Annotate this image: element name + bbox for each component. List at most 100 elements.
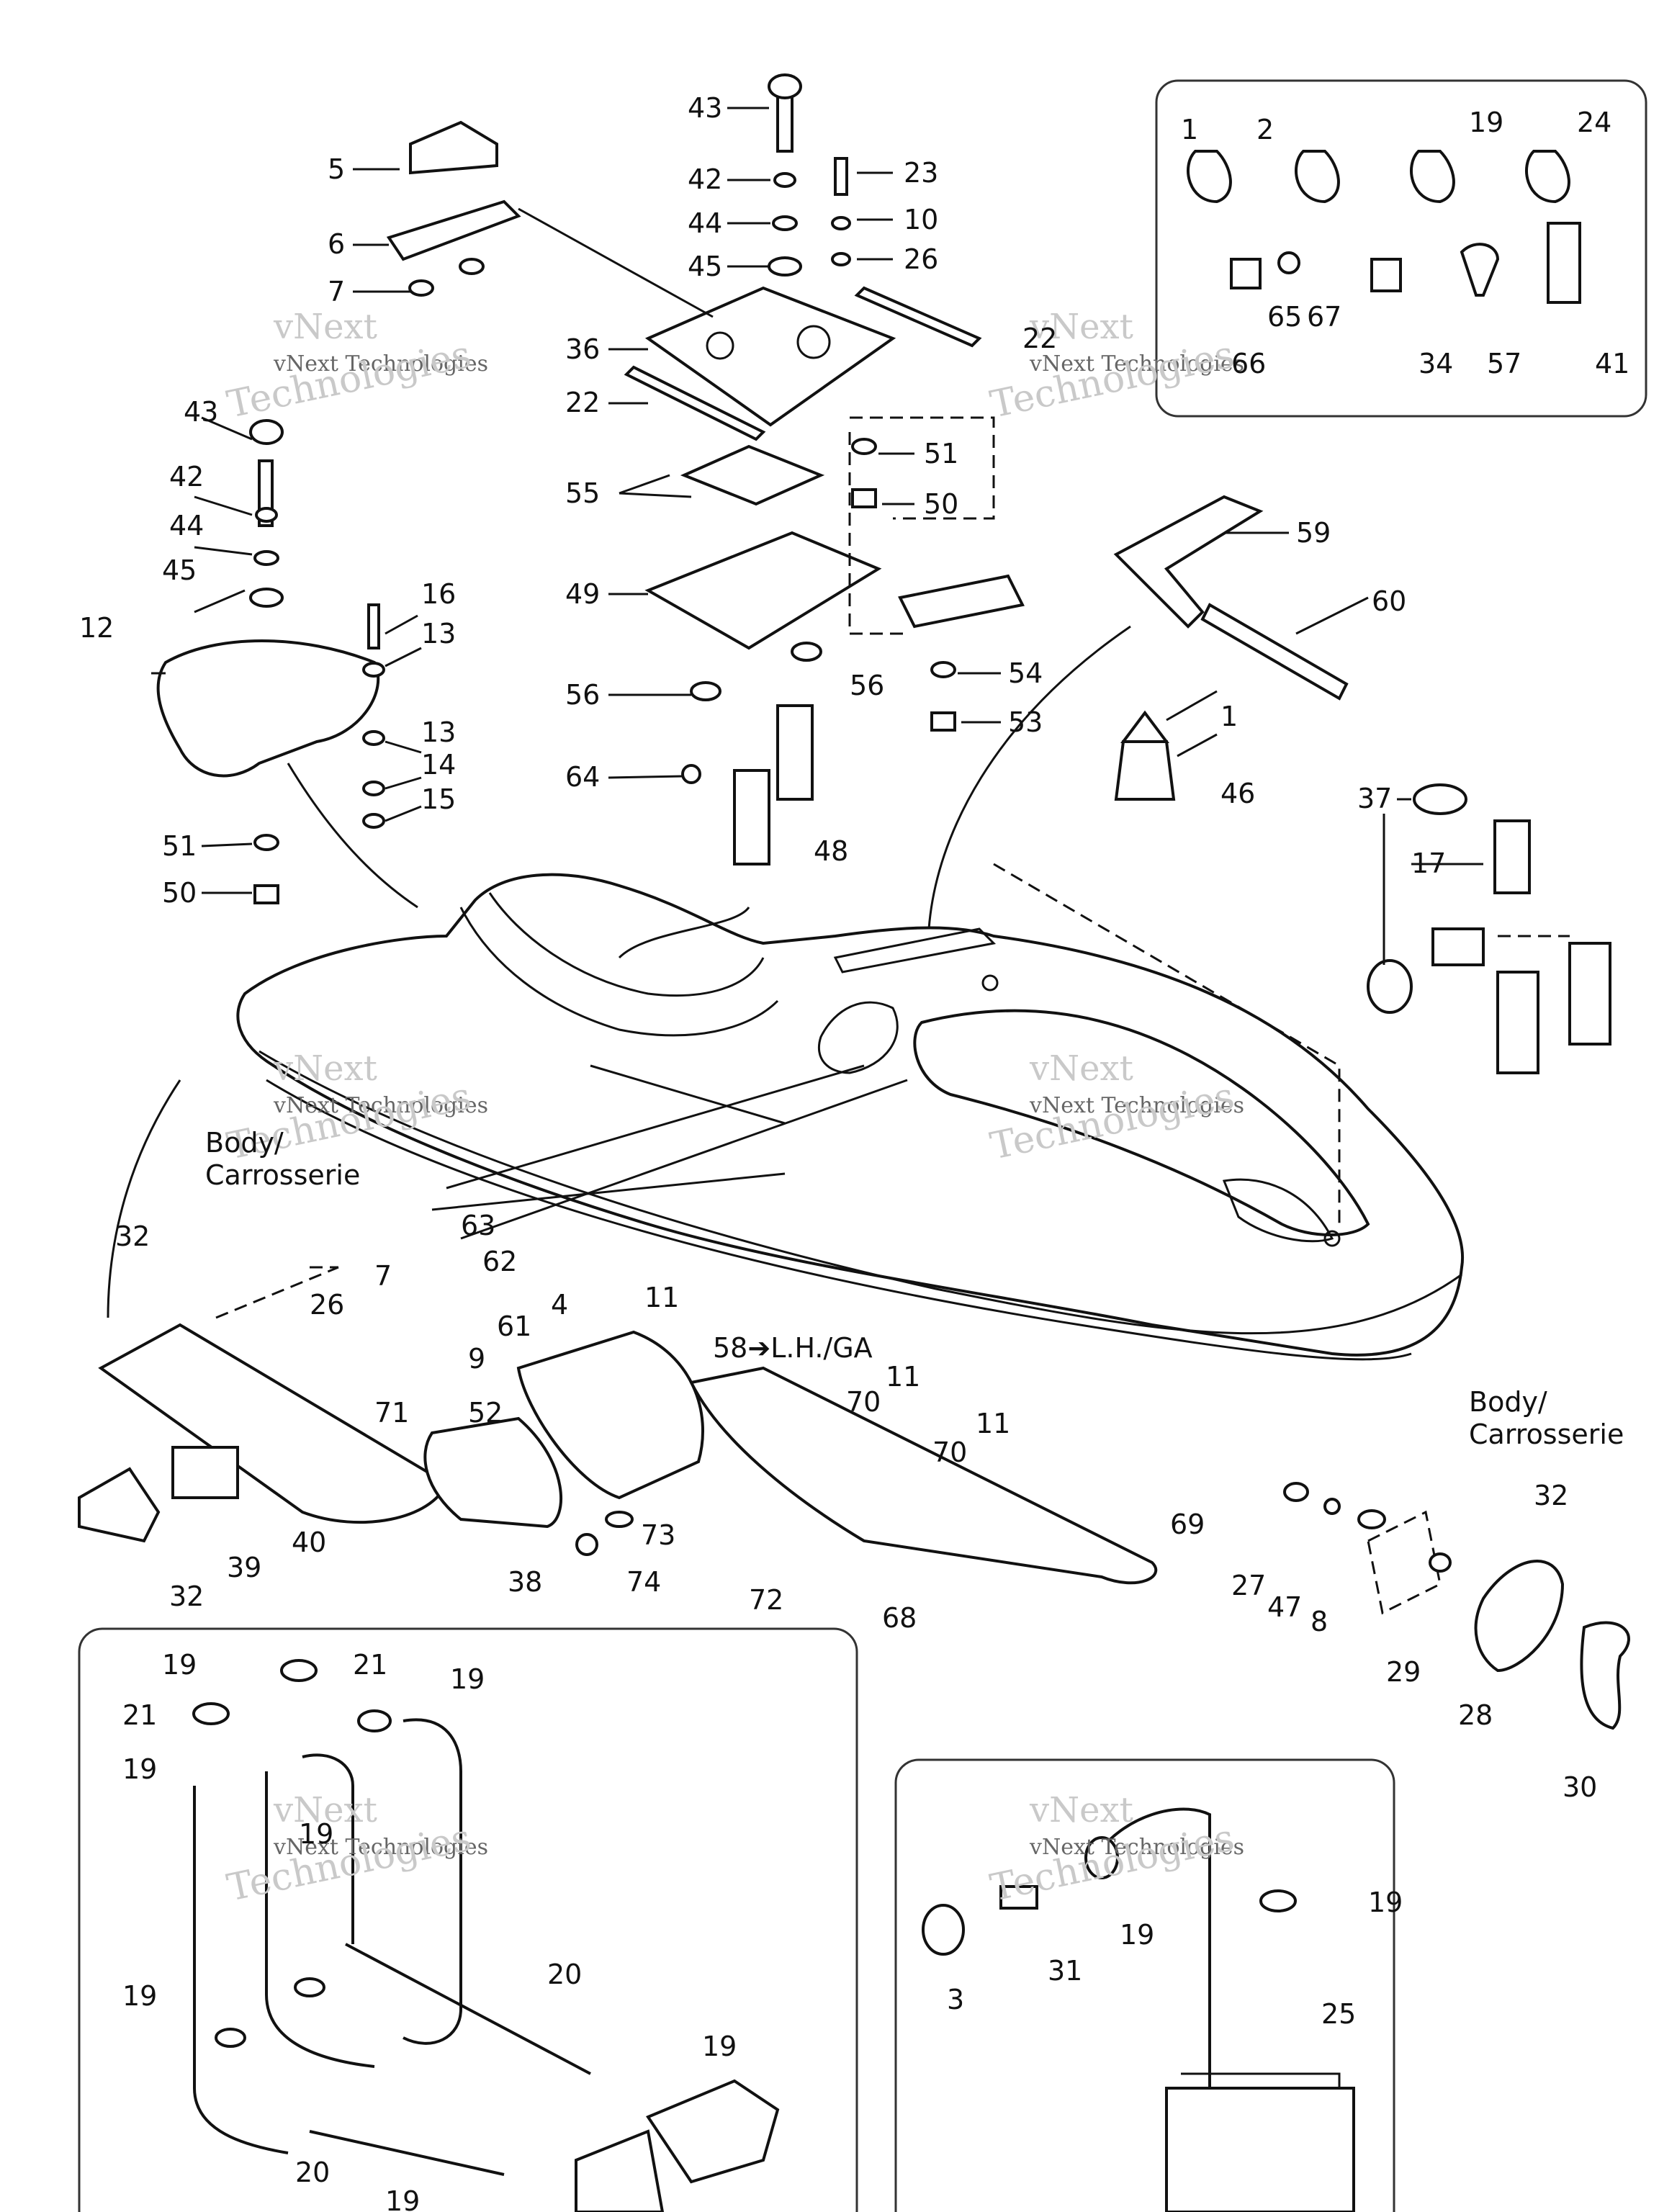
- watercraft-hull: [236, 873, 1465, 1361]
- hose-assembly: [192, 1659, 780, 2212]
- callout-47: 47: [1267, 1591, 1302, 1623]
- callout-7: 7: [328, 276, 345, 307]
- callout-56b: 56: [850, 670, 884, 701]
- callout-21b: 21: [122, 1699, 157, 1731]
- callout-44b: 44: [169, 510, 204, 541]
- callout-31: 31: [1048, 1955, 1082, 1987]
- callout-11c: 11: [976, 1408, 1010, 1439]
- callout-14: 14: [421, 749, 456, 781]
- callout-20a: 20: [547, 1959, 582, 1990]
- callout-24: 24: [1577, 107, 1611, 138]
- vent-grille-38: [78, 1323, 449, 1543]
- hose-inset-box: [78, 1627, 858, 2212]
- callout-19a: 19: [1469, 107, 1503, 138]
- callout-22: 22: [565, 387, 600, 418]
- callout-19h: 19: [385, 2185, 420, 2212]
- callout-48: 48: [814, 835, 848, 867]
- callout-38: 38: [508, 1566, 542, 1598]
- svg-text:vNext Technologies: vNext Technologies: [1029, 351, 1244, 377]
- callout-36: 36: [565, 333, 600, 365]
- leader-lines: [107, 207, 1131, 1318]
- callout-37: 37: [1357, 783, 1392, 814]
- grip-handle-12: [156, 419, 385, 904]
- callout-11a: 11: [644, 1282, 679, 1313]
- callout-41: 41: [1595, 348, 1629, 379]
- callout-6: 6: [328, 228, 345, 260]
- callout-1a: 1: [1181, 114, 1198, 145]
- guide-lines: [215, 416, 1570, 1319]
- callout-19d: 19: [122, 1753, 157, 1785]
- fastener-group-5-6-7: [386, 120, 521, 297]
- callout-43: 43: [688, 92, 722, 124]
- drain-plug-28-30: [1283, 1482, 1630, 1730]
- callout-72: 72: [749, 1584, 783, 1616]
- callout-2: 2: [1256, 114, 1274, 145]
- callout-51b: 51: [162, 830, 197, 862]
- callout-29: 29: [1386, 1656, 1421, 1688]
- callout-13b: 13: [421, 716, 456, 748]
- callout-17: 17: [1411, 848, 1446, 879]
- callout-3: 3: [947, 1984, 964, 2015]
- svg-text:vNext Technologies: vNext Technologies: [273, 1093, 488, 1118]
- callout-63: 63: [461, 1210, 495, 1241]
- callout-30: 30: [1563, 1771, 1597, 1803]
- callout-19i: 19: [1368, 1887, 1403, 1918]
- callout-12: 12: [79, 612, 114, 644]
- callout-45: 45: [688, 251, 722, 282]
- callout-42: 42: [688, 163, 722, 195]
- callout-74: 74: [626, 1566, 661, 1598]
- callout-67: 67: [1307, 301, 1341, 333]
- callout-70b: 70: [932, 1437, 967, 1468]
- callout-39: 39: [227, 1552, 261, 1583]
- body-label-1a: Body/: [205, 1127, 284, 1159]
- callout-20b: 20: [295, 2157, 330, 2188]
- callout-43b: 43: [184, 396, 218, 428]
- callout-19b: 19: [162, 1649, 197, 1681]
- callout-9: 9: [468, 1343, 485, 1375]
- body-label-2b: Carrosserie: [1469, 1419, 1624, 1450]
- callout-19g: 19: [702, 2031, 737, 2062]
- callout-59: 59: [1296, 517, 1331, 549]
- callout-1b: 1: [1220, 701, 1238, 732]
- svg-text:vNext Technologies: vNext Technologies: [273, 351, 488, 377]
- callout-10: 10: [904, 204, 938, 235]
- svg-text:vNext Technologies: vNext Technologies: [1029, 1835, 1244, 1860]
- callout-32b: 32: [169, 1581, 204, 1612]
- callout-25: 25: [1321, 1998, 1356, 2030]
- callout-51a: 51: [924, 438, 958, 469]
- callout-65: 65: [1267, 301, 1302, 333]
- callout-46: 46: [1220, 778, 1255, 809]
- callout-60: 60: [1372, 585, 1406, 617]
- svg-text:vNext: vNext: [1029, 307, 1133, 347]
- callout-32c: 32: [1534, 1480, 1568, 1511]
- callout-19c: 19: [450, 1663, 485, 1695]
- svg-text:vNext: vNext: [273, 1048, 377, 1089]
- callout-15: 15: [421, 783, 456, 815]
- callout-55: 55: [565, 477, 600, 509]
- callout-13a: 13: [421, 618, 456, 649]
- handlebar-59-60: [1113, 495, 1349, 801]
- callout-19j: 19: [1120, 1919, 1154, 1951]
- svg-text:Technologies: Technologies: [223, 333, 475, 426]
- callout-28: 28: [1458, 1699, 1493, 1731]
- callout-19f: 19: [122, 1980, 157, 2012]
- callout-69: 69: [1170, 1509, 1205, 1540]
- callout-21a: 21: [353, 1649, 387, 1681]
- plate-assembly: [624, 73, 1025, 866]
- callout-32a: 32: [115, 1220, 150, 1252]
- clip-set: [1187, 150, 1581, 304]
- callout-62: 62: [482, 1246, 517, 1277]
- callout-5: 5: [328, 153, 345, 185]
- svg-text:vNext: vNext: [1029, 1790, 1133, 1830]
- callout-27: 27: [1231, 1570, 1266, 1601]
- svg-text:vNext Technologies: vNext Technologies: [1029, 1093, 1244, 1118]
- callout-49: 49: [565, 578, 600, 610]
- svg-text:vNext: vNext: [1029, 1048, 1133, 1089]
- clip-inset-box: [1155, 79, 1647, 418]
- callout-64: 64: [565, 761, 600, 793]
- callout-22b: 22: [1022, 323, 1057, 354]
- callout-61: 61: [497, 1310, 531, 1342]
- callout-50a: 50: [924, 488, 958, 520]
